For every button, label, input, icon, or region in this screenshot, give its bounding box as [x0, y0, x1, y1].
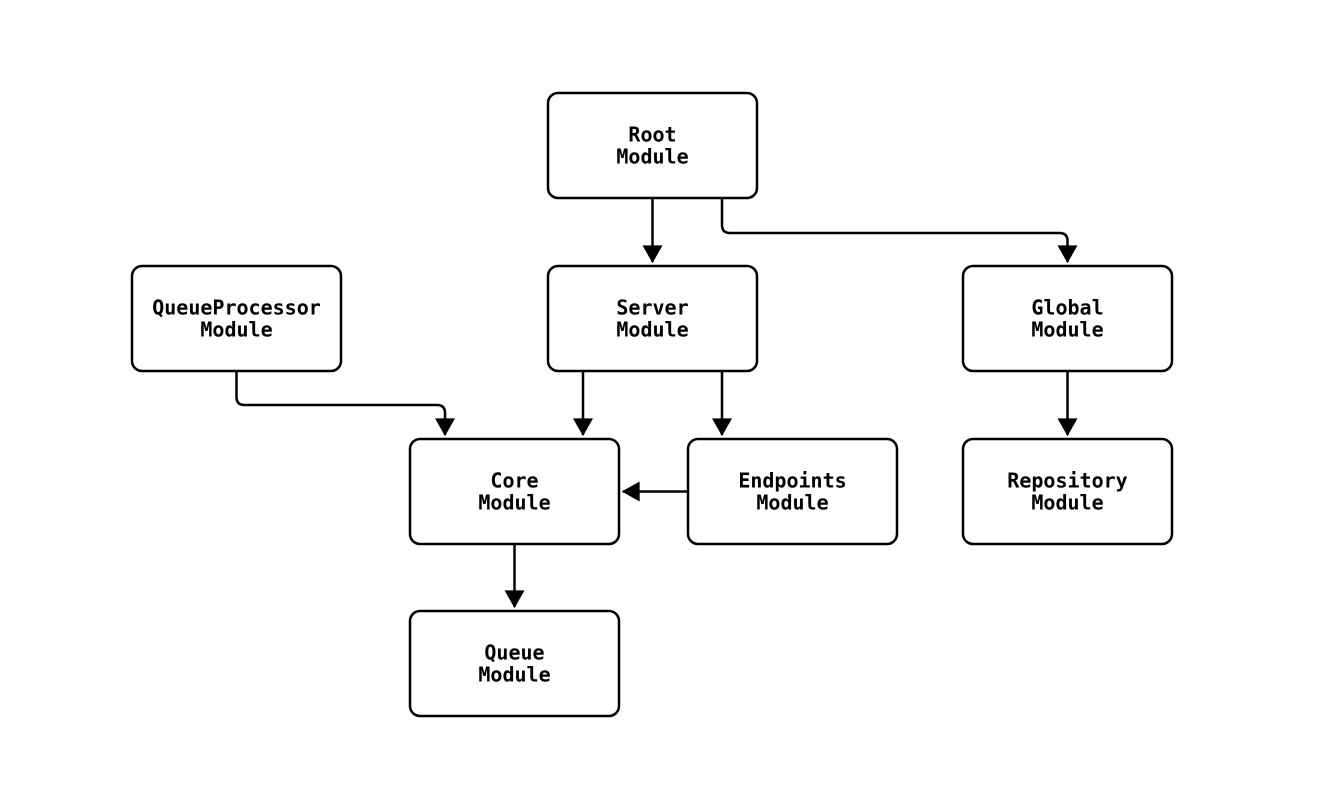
node-queue-module-box — [408, 609, 621, 718]
node-core-module-label-line2: Module — [478, 491, 550, 515]
node-root-module-label-line1: Root — [628, 123, 676, 147]
node-global-module-box — [961, 264, 1174, 373]
node-server-module: Server Module — [546, 264, 759, 373]
node-core-module: Core Module — [408, 437, 621, 546]
node-global-module: Global Module — [961, 264, 1174, 373]
node-root-module-label-line2: Module — [616, 145, 688, 169]
node-server-module-label-line1: Server — [616, 296, 688, 320]
node-server-module-label-line2: Module — [616, 318, 688, 342]
edge-root-to-global — [720, 198, 1078, 264]
node-global-module-label-line1: Global — [1031, 296, 1103, 320]
node-core-module-box — [408, 437, 621, 546]
node-root-module: Root Module — [546, 91, 759, 200]
node-server-module-box — [546, 264, 759, 373]
node-endpoints-module-label-line2: Module — [756, 491, 828, 515]
node-repository-module-label-line2: Module — [1031, 491, 1103, 515]
node-queueprocessor-module-label-line1: QueueProcessor — [152, 296, 321, 320]
node-repository-module: Repository Module — [961, 437, 1174, 546]
node-queueprocessor-module-label-line2: Module — [200, 318, 272, 342]
node-repository-module-label-line1: Repository — [1007, 469, 1127, 493]
node-core-module-label-line1: Core — [490, 469, 538, 493]
node-endpoints-module: Endpoints Module — [686, 437, 899, 546]
node-queueprocessor-module: QueueProcessor Module — [130, 264, 343, 373]
node-repository-module-box — [961, 437, 1174, 546]
node-global-module-label-line2: Module — [1031, 318, 1103, 342]
node-queue-module-label-line1: Queue — [484, 641, 544, 665]
node-root-module-box — [546, 91, 759, 200]
node-queueprocessor-module-box — [130, 264, 343, 373]
node-queue-module: Queue Module — [408, 609, 621, 718]
node-endpoints-module-box — [686, 437, 899, 546]
diagram-edges — [235, 198, 1078, 609]
node-endpoints-module-label-line1: Endpoints — [738, 469, 846, 493]
node-queue-module-label-line2: Module — [478, 663, 550, 687]
edge-queueprocessor-to-core — [235, 371, 455, 437]
